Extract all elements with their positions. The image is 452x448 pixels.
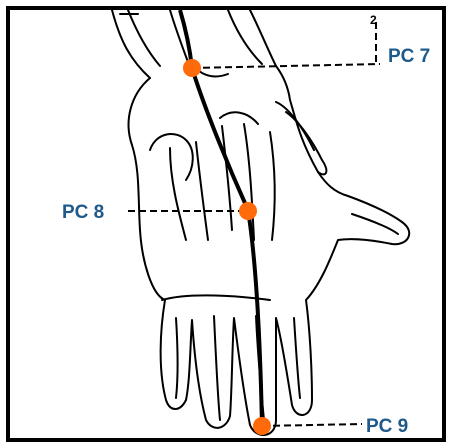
label-pc9: PC 9 <box>366 416 408 437</box>
acupoint-pc8 <box>239 202 257 220</box>
label-pc8: PC 8 <box>62 202 104 223</box>
label-pc7: PC 7 <box>388 46 430 67</box>
acupoint-pc9 <box>253 417 271 435</box>
measure-value: 2 <box>370 13 377 27</box>
acupoint-pc7 <box>183 59 201 77</box>
